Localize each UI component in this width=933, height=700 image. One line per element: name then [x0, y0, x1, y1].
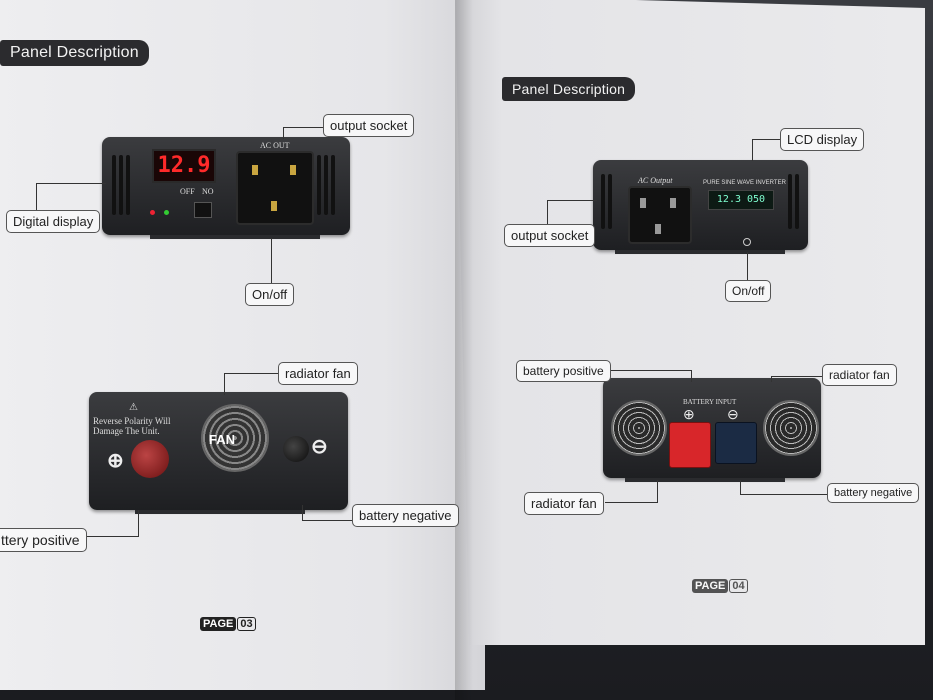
left-page-heading: Panel Description: [0, 40, 149, 66]
callout-line: [740, 480, 741, 494]
red-led: [150, 210, 155, 215]
callout-line: [599, 370, 691, 371]
switch-on-text: NO: [202, 187, 214, 196]
left-page: [0, 0, 485, 690]
minus-symbol-icon: ⊖: [727, 406, 739, 422]
negative-clamp: [715, 422, 757, 464]
book-fold: [455, 0, 473, 700]
pure-sine-title: PURE SINE WAVE INVERTER: [703, 180, 786, 186]
vent-slots-right: [788, 174, 799, 229]
plus-symbol-icon: ⊕: [683, 406, 695, 422]
callout-line: [36, 183, 37, 210]
output-socket-label: output socket: [323, 114, 415, 137]
callout-line: [605, 502, 658, 503]
ac-out-text: AC OUT: [260, 141, 290, 150]
page-word: PAGE: [200, 617, 237, 631]
positive-clamp: [669, 422, 711, 468]
onoff-label-left: On/off: [245, 283, 295, 306]
socket-pin: [271, 201, 277, 211]
output-socket-label-right: output socket: [504, 224, 596, 247]
right-page-heading: Panel Description: [502, 77, 636, 101]
callout-line: [283, 127, 323, 128]
right-page: [455, 0, 925, 645]
callout-line: [752, 139, 782, 140]
inverter-lcd-panel: AC Output PURE SINE WAVE INVERTER 12.3 0…: [593, 160, 808, 250]
positive-terminal-cap: [131, 440, 169, 478]
callout-line: [771, 376, 823, 377]
page-number-value: 03: [237, 617, 256, 631]
socket-pin: [670, 198, 676, 208]
battery-negative-label-right: battery negative: [827, 483, 920, 503]
radiator-fan-left: [611, 400, 667, 456]
fan-text: FAN: [209, 432, 235, 447]
lcd-display-screen: 12.3 050: [708, 190, 774, 210]
callout-line: [302, 505, 303, 520]
negative-terminal-cap: [283, 436, 309, 462]
callout-line: [224, 373, 225, 395]
battery-positive-label-right: battery positive: [516, 360, 611, 382]
inverter-front-panel: 12.9 OFF NO AC OUT: [102, 137, 350, 235]
ac-output-text: AC Output: [638, 176, 673, 185]
callout-line: [547, 200, 548, 224]
page-word: PAGE: [692, 579, 729, 593]
device-foot: [135, 510, 305, 514]
polarity-warning-text: Reverse Polarity Will Damage The Unit.: [93, 416, 171, 436]
radiator-fan-label-left: radiator fan: [278, 362, 358, 385]
switch-off-text: OFF: [180, 187, 195, 196]
callout-line: [752, 139, 753, 161]
callout-line: [302, 520, 352, 521]
warning-triangle-icon: ⚠: [129, 402, 138, 413]
ac-output-socket: [628, 186, 692, 244]
page-number-left: PAGE 03: [200, 617, 256, 631]
green-led: [164, 210, 169, 215]
battery-input-text: BATTERY INPUT: [683, 398, 737, 406]
minus-symbol-icon: ⊖: [311, 436, 328, 458]
battery-negative-label-left: battery negative: [352, 504, 459, 527]
digital-display-screen: 12.9: [152, 149, 216, 183]
device-foot: [625, 478, 785, 482]
socket-pin: [640, 198, 646, 208]
inverter-rear-panel-right: BATTERY INPUT ⊕ ⊖: [603, 378, 821, 478]
callout-line: [224, 373, 278, 374]
callout-line: [747, 252, 748, 280]
callout-line: [771, 376, 772, 382]
page-number-right: PAGE 04: [692, 579, 748, 593]
device-foot: [150, 235, 320, 239]
plus-symbol-icon: ⊕: [107, 450, 124, 472]
power-button[interactable]: [743, 238, 751, 246]
socket-pin: [655, 224, 661, 234]
socket-pin: [290, 165, 296, 175]
ac-output-socket: [236, 151, 314, 225]
vent-slots-left: [601, 174, 612, 229]
radiator-fan-right: [763, 400, 819, 456]
page-number-value: 04: [729, 579, 748, 593]
digital-display-label: Digital display: [6, 210, 101, 233]
radiator-fan-label-right-bottom: radiator fan: [524, 492, 604, 515]
callout-line: [271, 238, 272, 283]
battery-positive-label-left: ttery positive: [0, 528, 87, 552]
vent-slots-left: [112, 155, 130, 215]
power-switch[interactable]: [194, 202, 212, 218]
callout-line: [691, 370, 692, 382]
callout-line: [36, 183, 106, 184]
radiator-fan: [201, 404, 269, 472]
vent-slots-right: [317, 155, 335, 215]
lcd-display-label: LCD display: [780, 128, 865, 151]
onoff-label-right: On/off: [725, 280, 772, 302]
radiator-fan-label-right-top: radiator fan: [822, 364, 897, 386]
callout-line: [138, 510, 139, 536]
callout-line: [547, 200, 597, 201]
device-foot: [615, 250, 785, 254]
callout-line: [740, 494, 828, 495]
inverter-rear-panel: ⚠ Reverse Polarity Will Damage The Unit.…: [89, 392, 348, 510]
callout-line: [82, 536, 139, 537]
callout-line: [657, 480, 658, 502]
callout-line: [283, 127, 284, 139]
socket-pin: [252, 165, 258, 175]
